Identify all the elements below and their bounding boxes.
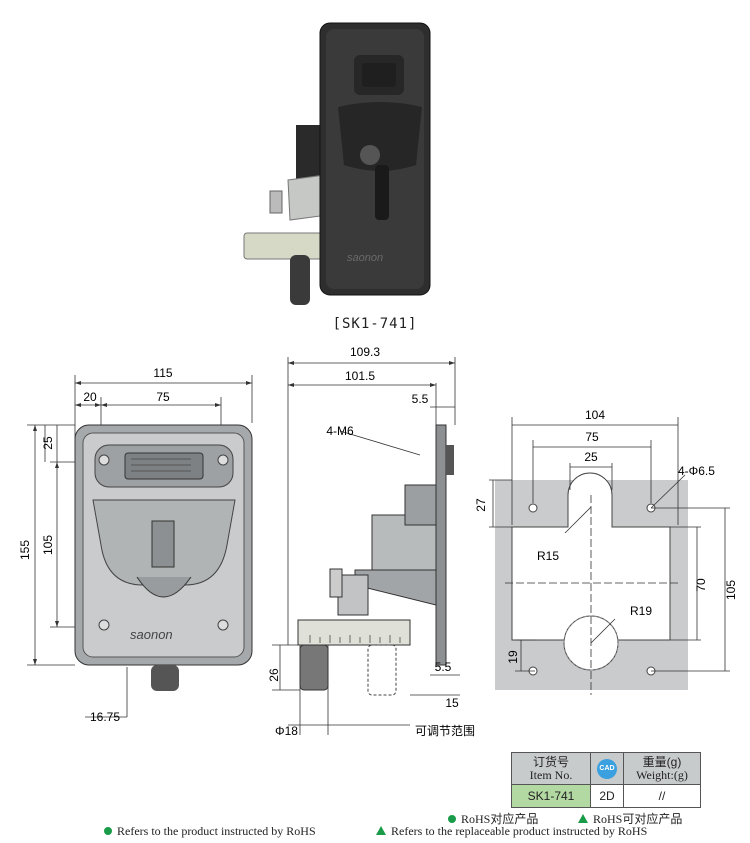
dim-slot-25: 25 bbox=[584, 450, 598, 464]
label-thread-4-m6: 4-M6 bbox=[326, 424, 354, 438]
dim-diameter-18: Φ18 bbox=[275, 724, 298, 738]
dim-depth-101-5: 101.5 bbox=[345, 369, 375, 383]
header-weight: 重量(g) Weight:(g) bbox=[623, 752, 701, 785]
label-r15: R15 bbox=[537, 549, 559, 563]
legend-en-replace-text: Refers to the replaceable product instru… bbox=[391, 824, 648, 838]
dim-top-25: 25 bbox=[41, 436, 55, 450]
dim-cutout-width-104: 104 bbox=[585, 408, 605, 422]
header-item-no-cn: 订货号 bbox=[532, 754, 569, 769]
product-photo: saonon bbox=[243, 22, 431, 305]
legend-en-rohs: Refers to the product instructed by RoHS bbox=[104, 824, 316, 839]
dim-vertical-105: 105 bbox=[41, 535, 55, 555]
dim-overall-109-3: 109.3 bbox=[350, 345, 380, 359]
cell-cad: 2D bbox=[590, 784, 624, 808]
brand-logo-text: saonon bbox=[347, 252, 383, 264]
green-dot-icon bbox=[448, 815, 456, 823]
dim-offset-19: 19 bbox=[506, 650, 520, 664]
dim-bottom-16-75: 16.75 bbox=[90, 710, 120, 724]
dim-offset-27: 27 bbox=[475, 498, 488, 512]
dim-height-105: 105 bbox=[724, 580, 738, 600]
legend-cn-replace: RoHS可对应产品 bbox=[578, 810, 682, 827]
green-dot-icon bbox=[104, 827, 112, 835]
cell-weight: // bbox=[623, 784, 701, 808]
green-triangle-icon bbox=[578, 814, 588, 823]
label-r19: R19 bbox=[630, 604, 652, 618]
header-item-no-en: Item No. bbox=[529, 767, 573, 782]
panel-cutout-drawing: 104 75 25 4-Φ6.5 27 R15 R19 70 105 19 bbox=[475, 408, 738, 695]
front-brand-text: saonon bbox=[130, 627, 173, 642]
dim-height-26: 26 bbox=[267, 668, 281, 682]
label-adjust-range: 可调节范围：50mm bbox=[415, 724, 475, 738]
legend-en-rohs-text: Refers to the product instructed by RoHS bbox=[117, 824, 316, 838]
dim-flange-5-5-top: 5.5 bbox=[412, 392, 429, 406]
header-item-no: 订货号 Item No. bbox=[511, 752, 591, 785]
legend-cn-rohs: RoHS对应产品 bbox=[448, 810, 538, 827]
header-weight-en: Weight:(g) bbox=[636, 767, 688, 782]
legend-cn-replace-text: RoHS可对应产品 bbox=[593, 812, 683, 826]
front-view-drawing: saonon 115 20 75 155 105 25 16.75 bbox=[18, 366, 253, 724]
green-triangle-icon bbox=[376, 826, 386, 835]
label-holes-4-phi-6-5: 4-Φ6.5 bbox=[678, 464, 715, 478]
cell-item-no: SK1-741 bbox=[511, 784, 591, 808]
dim-height-70: 70 bbox=[694, 578, 708, 592]
spec-table-header-row: 订货号 Item No. CAD 重量(g) Weight:(g) bbox=[511, 752, 701, 785]
spec-table: 订货号 Item No. CAD 重量(g) Weight:(g) SK1-74… bbox=[511, 752, 701, 808]
table-row: SK1-741 2D // bbox=[511, 784, 701, 808]
side-view-drawing: 109.3 101.5 5.5 4-M6 5.5 15 26 Φ18 可调节范围… bbox=[267, 345, 475, 738]
cad-icon: CAD bbox=[597, 758, 617, 779]
dim-flange-5-5-bottom: 5.5 bbox=[435, 660, 452, 674]
dim-hole-offset-20: 20 bbox=[83, 390, 97, 404]
dim-height-155: 155 bbox=[18, 540, 32, 560]
dim-cutout-spacing-75: 75 bbox=[585, 430, 599, 444]
dim-stub-15: 15 bbox=[445, 696, 459, 710]
product-caption: [SK1-741] bbox=[332, 316, 418, 332]
legend-en-replace: Refers to the replaceable product instru… bbox=[376, 824, 647, 839]
header-weight-cn: 重量(g) bbox=[642, 754, 682, 769]
dim-width-115: 115 bbox=[153, 366, 172, 380]
legend-cn-rohs-text: RoHS对应产品 bbox=[461, 812, 539, 826]
dim-hole-spacing-75: 75 bbox=[156, 390, 170, 404]
header-cad: CAD bbox=[590, 752, 624, 785]
